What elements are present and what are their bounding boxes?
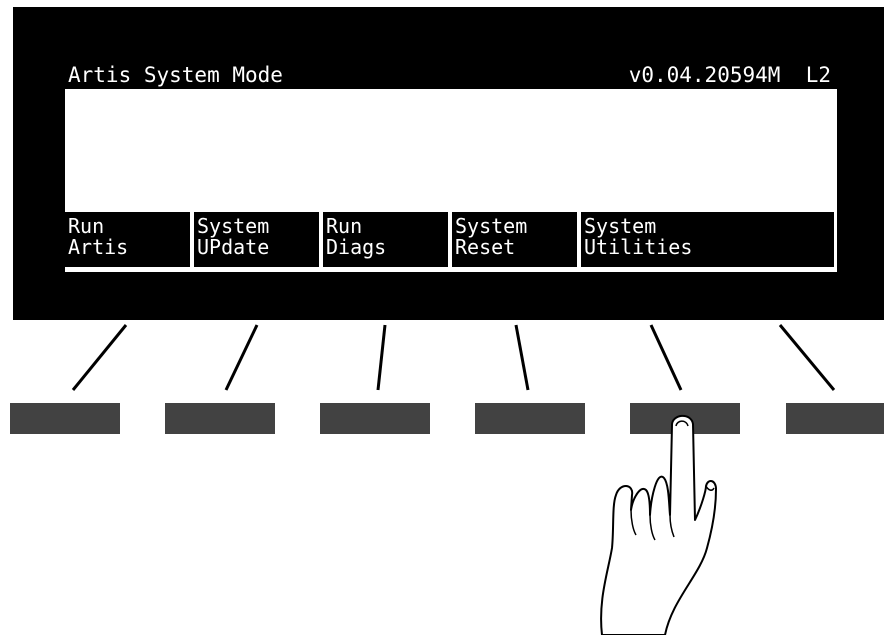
leader-line-4 <box>514 324 530 391</box>
soft-button-4[interactable] <box>475 403 585 434</box>
softkey-label-line1: Run <box>326 214 363 238</box>
lcd-screen: Artis System Mode v0.04.20594M L2 Run Ar… <box>65 62 837 272</box>
softkey-label-line2: UPdate <box>197 235 270 259</box>
softkey-label-line2: Diags <box>326 235 387 259</box>
leader-line-6 <box>778 324 836 391</box>
softkey-label-line1: System <box>584 214 657 238</box>
leader-line-1 <box>71 324 128 391</box>
version-text: v0.04.20594M <box>628 63 781 87</box>
softkey-label-system-update: System UPdate <box>194 212 319 267</box>
softkey-label-line2: Reset <box>455 235 516 259</box>
soft-button-6[interactable] <box>786 403 884 434</box>
leader-line-5 <box>649 324 683 391</box>
softkey-label-line2: Artis <box>68 235 129 259</box>
leader-line-3 <box>376 324 387 391</box>
mode-title: Artis System Mode <box>68 63 283 87</box>
display-bezel: Artis System Mode v0.04.20594M L2 Run Ar… <box>13 7 884 320</box>
soft-button-2[interactable] <box>165 403 275 434</box>
softkey-label-system-utilities: System Utilities <box>581 212 834 267</box>
softkey-label-run-artis: Run Artis <box>65 212 190 267</box>
softkey-label-system-reset: System Reset <box>452 212 577 267</box>
leader-line-2 <box>224 324 259 391</box>
soft-button-3[interactable] <box>320 403 430 434</box>
softkey-label-line1: System <box>197 214 270 238</box>
softkey-label-line1: System <box>455 214 528 238</box>
soft-button-1[interactable] <box>10 403 120 434</box>
softkey-label-run-diags: Run Diags <box>323 212 448 267</box>
softkey-label-line1: Run <box>68 214 105 238</box>
softkey-label-line2: Utilities <box>584 235 693 259</box>
layer-text: L2 <box>805 63 831 87</box>
title-bar: Artis System Mode v0.04.20594M L2 <box>65 62 837 89</box>
version-layer: v0.04.20594M L2 <box>629 62 831 89</box>
